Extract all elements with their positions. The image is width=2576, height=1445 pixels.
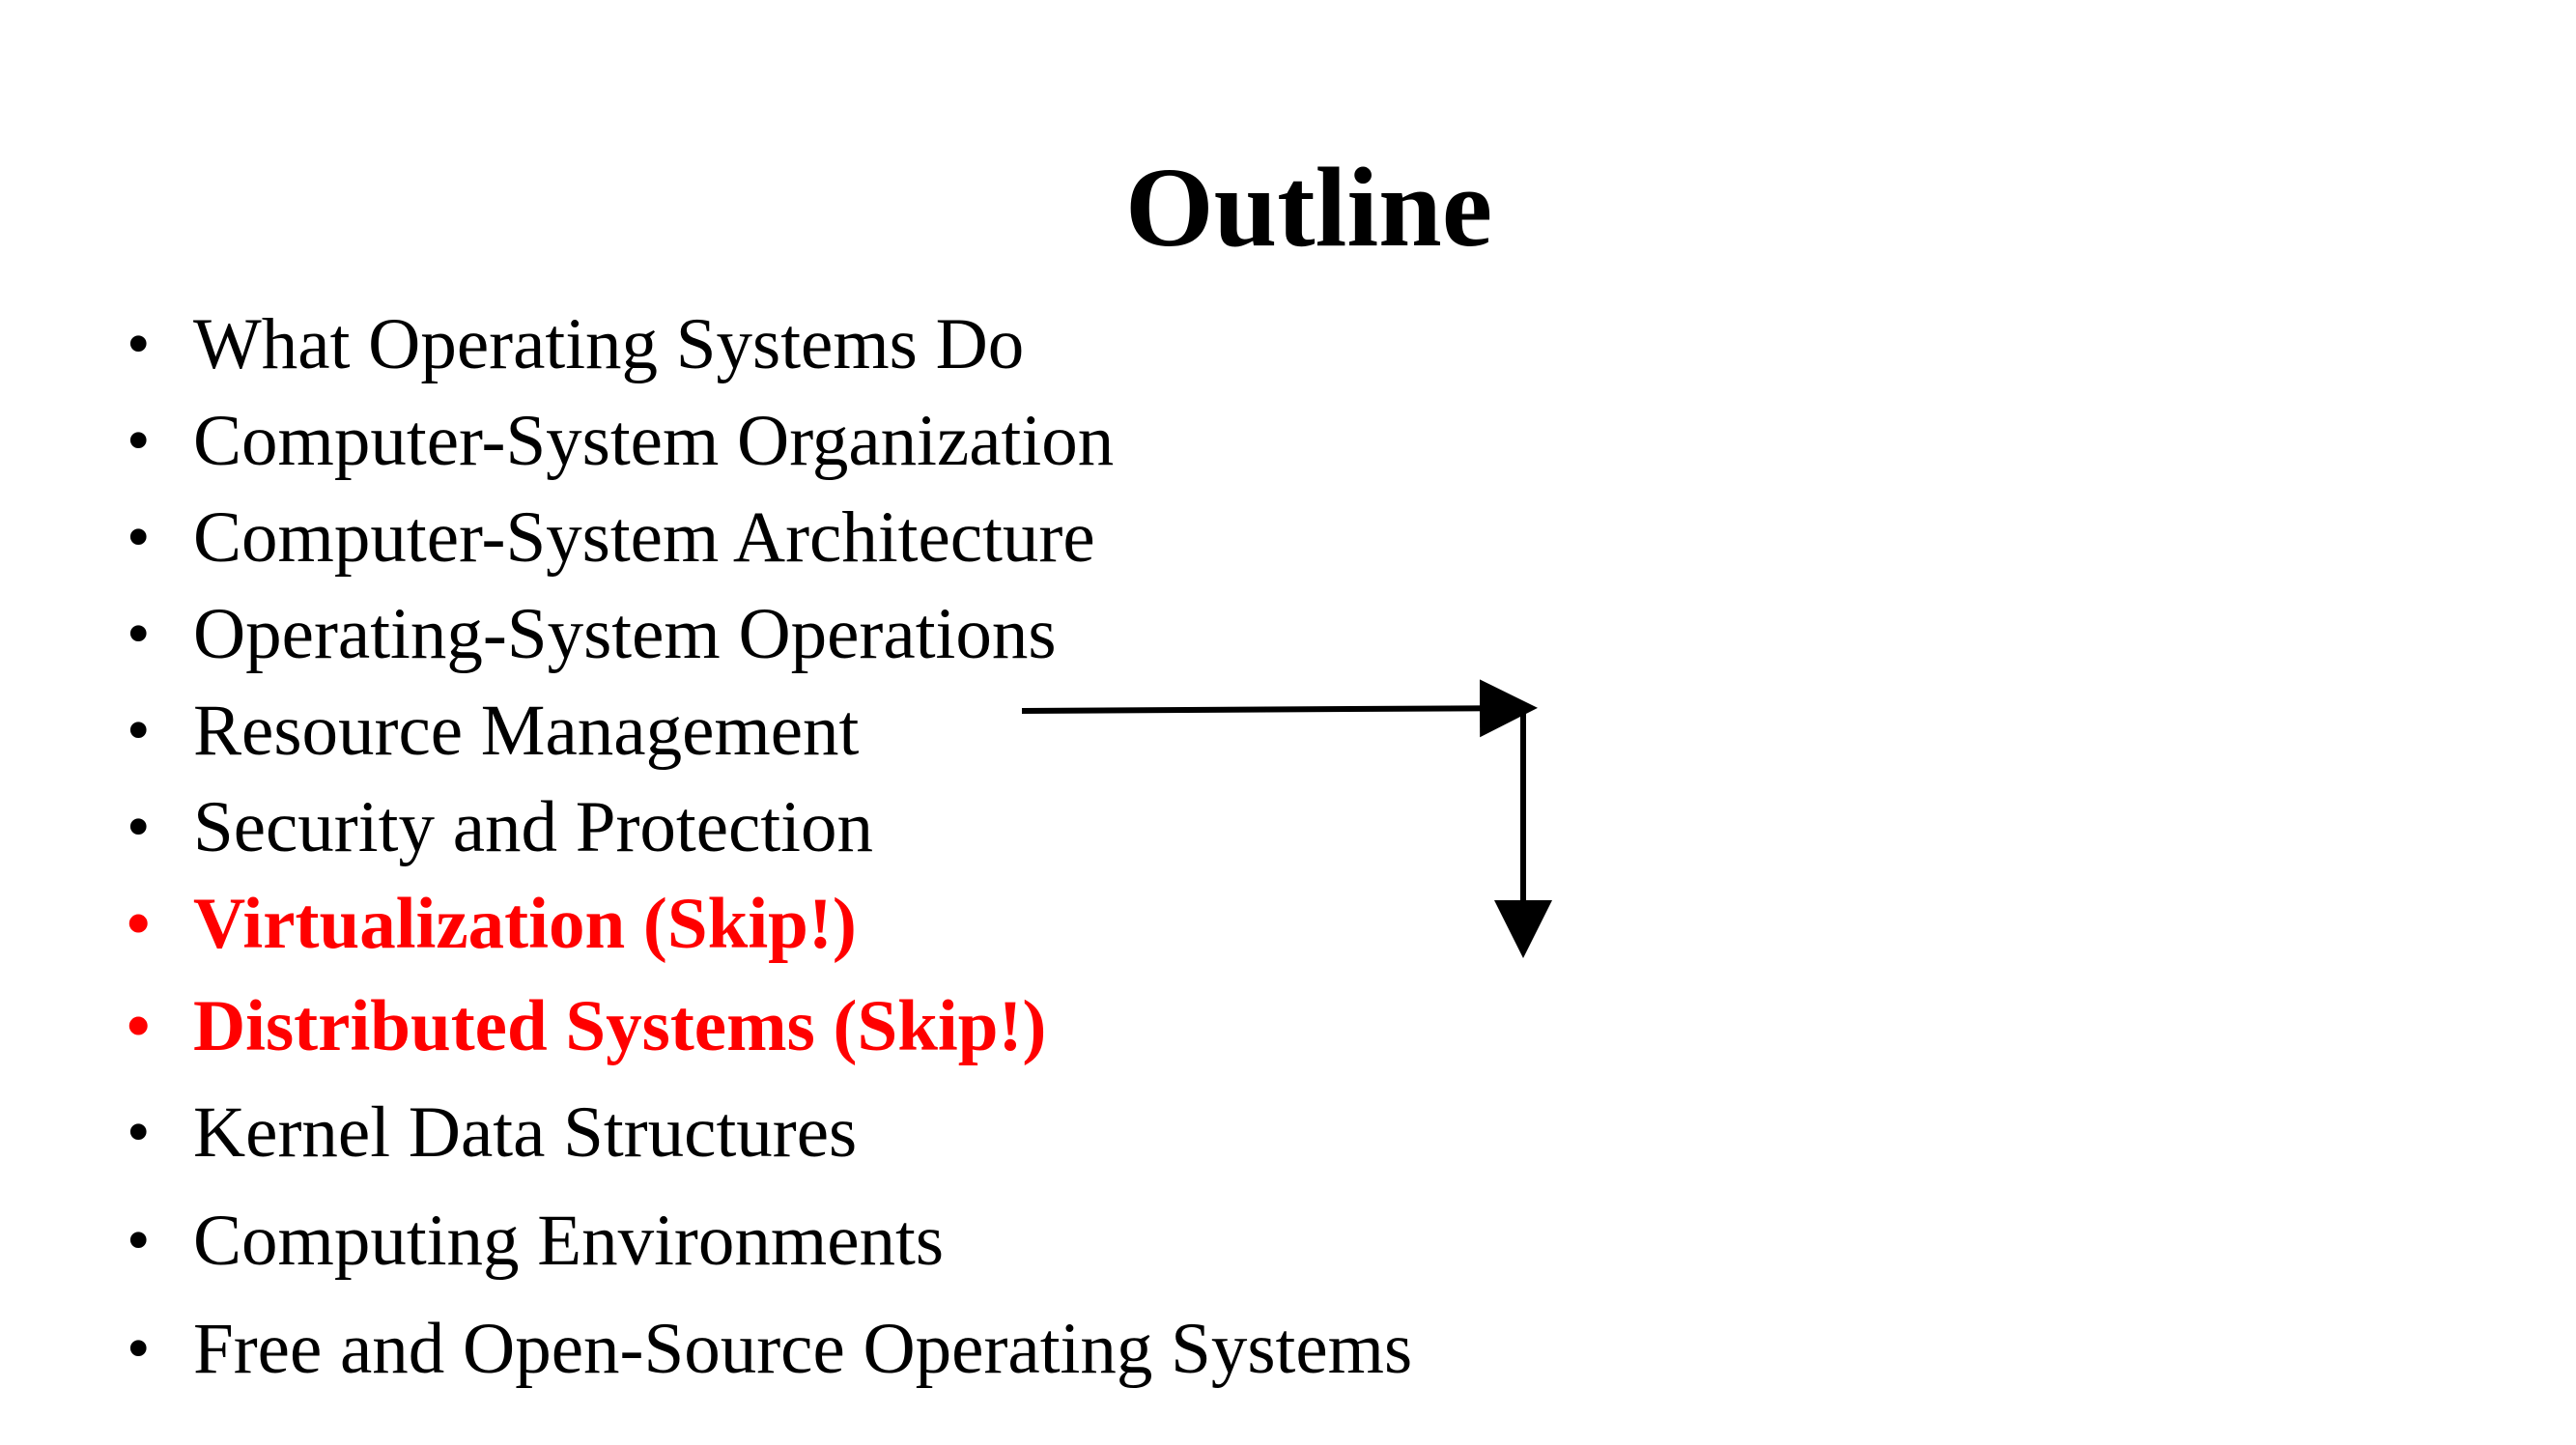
outline-item-label: Computing Environments [193, 1201, 945, 1281]
outline-item-label: Computer-System Organization [193, 401, 1115, 481]
slide-title: Outline [1124, 144, 1493, 270]
bullet: • [127, 500, 151, 575]
outline-item-label: Operating-System Operations [193, 594, 1057, 674]
bullet: • [127, 694, 151, 768]
outline-item-label: What Operating Systems Do [193, 304, 1025, 384]
bullet: • [127, 1312, 151, 1386]
bullet: • [127, 989, 151, 1063]
bullet: • [127, 790, 151, 864]
outline-item-label: Virtualization (Skip!) [193, 884, 857, 964]
bullet: • [127, 1204, 151, 1278]
outline-item-label: Distributed Systems (Skip!) [193, 986, 1047, 1066]
bullet: • [127, 597, 151, 671]
outline-item-label: Resource Management [193, 691, 860, 771]
outline-item-label: Kernel Data Structures [193, 1092, 858, 1173]
outline-item-label: Computer-System Architecture [193, 497, 1095, 578]
outline-item-label: Free and Open-Source Operating Systems [193, 1309, 1413, 1389]
bullet: • [127, 1095, 151, 1170]
bullet: • [127, 404, 151, 478]
outline-item-label: Security and Protection [193, 787, 874, 867]
connector-horizontal-line [1021, 679, 1538, 738]
bullet: • [127, 887, 151, 961]
bullet: • [127, 307, 151, 382]
